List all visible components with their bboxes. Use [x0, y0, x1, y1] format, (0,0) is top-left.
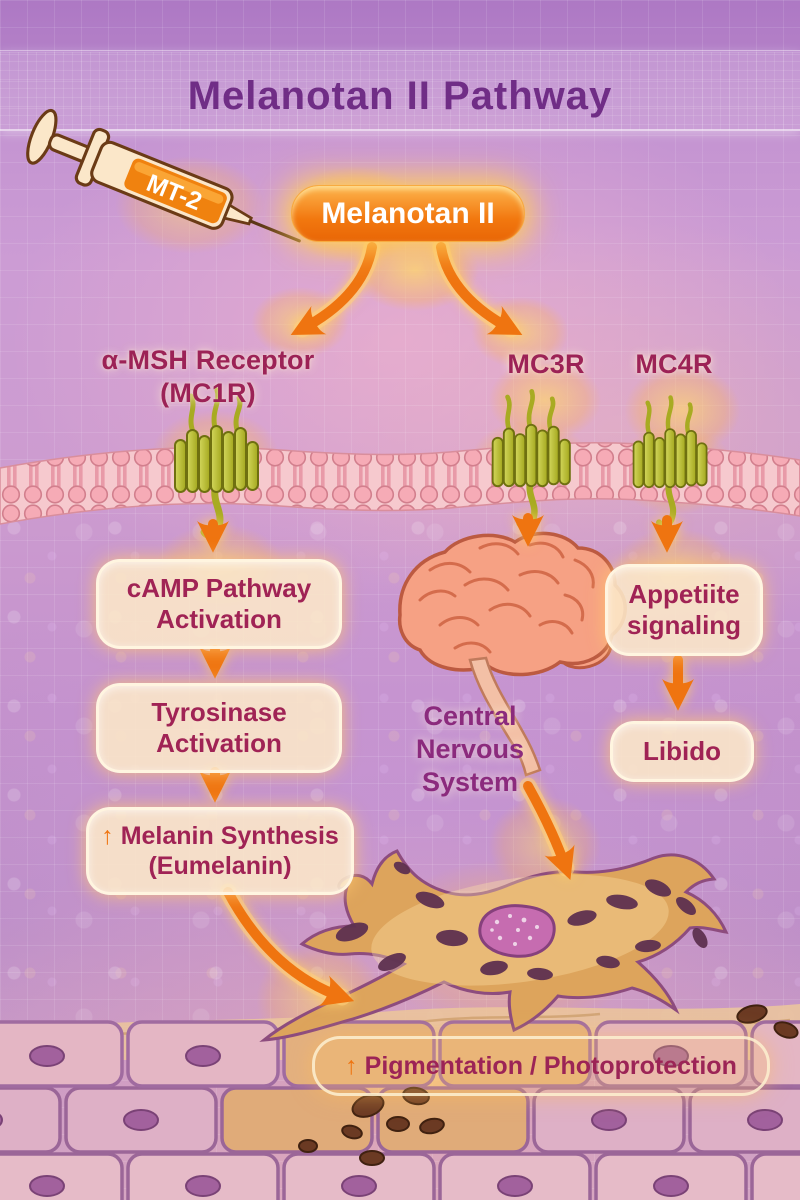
- skin-layer: [0, 1004, 800, 1200]
- brainstem: [468, 656, 542, 777]
- receptor-mc1r-graphic: [175, 390, 258, 535]
- melanotan-pill: Melanotan II: [291, 185, 525, 242]
- melanocyte-graphic: [259, 849, 729, 1042]
- arrow-cns-to-melanocyte: [523, 781, 575, 881]
- arrow-pill-to-mc1r: [290, 242, 377, 335]
- arrow-pill-to-mc3r: [436, 242, 523, 335]
- syringe-graphic: MT-2: [26, 108, 301, 243]
- melanin-granules: [298, 1004, 799, 1166]
- melanotan-pill-label: Melanotan II: [321, 196, 495, 230]
- arrow-melanin-to-melanocyte: [223, 887, 355, 1006]
- pathway-arrows: [196, 238, 695, 1006]
- receptor-mc3r-graphic: [493, 391, 570, 526]
- brain-graphic: [397, 531, 627, 777]
- receptor-mc4r-graphic: [634, 397, 707, 525]
- melanosomes: [335, 861, 708, 981]
